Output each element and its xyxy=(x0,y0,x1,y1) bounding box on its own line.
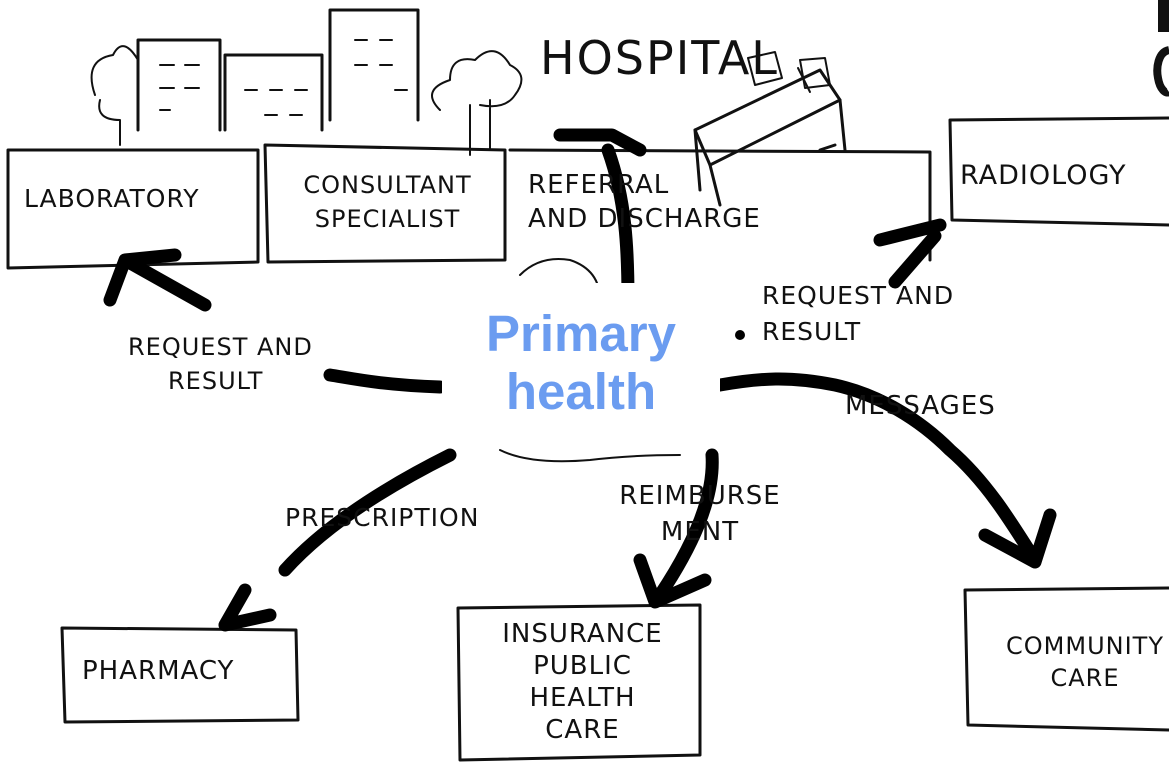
pharmacy-label: PHARMACY xyxy=(82,656,235,686)
radiology-label: RADIOLOGY xyxy=(960,160,1127,191)
reimbursement-line2: MENT xyxy=(660,517,740,547)
hospital-buildings-sketch xyxy=(90,8,523,156)
request-left-line1: REQUEST AND xyxy=(128,333,313,361)
reimbursement-label: REIMBURSE MENT xyxy=(585,478,815,550)
insurance-line1: INSURANCE xyxy=(502,619,663,649)
insurance-box xyxy=(456,603,702,762)
radiology-box xyxy=(948,116,1169,227)
referral-label: REFERRAL AND DISCHARGE xyxy=(528,168,761,236)
request-right-label: REQUEST AND RESULT xyxy=(762,278,954,350)
community-line1: COMMUNITY xyxy=(1006,632,1164,660)
consultant-label: CONSULTANT SPECIALIST xyxy=(275,168,500,236)
referral-line1: REFERRAL xyxy=(528,170,670,200)
reimbursement-line1: REIMBURSE xyxy=(619,481,781,511)
consultant-line2: SPECIALIST xyxy=(314,205,461,233)
consultant-box xyxy=(263,143,507,264)
hospital-bed-sketch xyxy=(693,51,847,207)
prescription-label: PRESCRIPTION xyxy=(285,503,480,532)
community-box xyxy=(963,586,1169,732)
request-left-label: REQUEST AND RESULT xyxy=(128,330,313,398)
primary-health-line1: Primary xyxy=(486,305,676,362)
flow-dot xyxy=(735,330,745,340)
consultant-line1: CONSULTANT xyxy=(303,171,472,199)
hospital-label: HOSPITAL xyxy=(540,31,779,85)
request-right-line2: RESULT xyxy=(762,317,862,346)
primary-health-line2: health xyxy=(505,363,657,420)
laboratory-label: LABORATORY xyxy=(24,184,200,213)
insurance-line4: CARE xyxy=(545,715,620,745)
messages-label: MESSAGES xyxy=(845,391,996,421)
insurance-line2: PUBLIC xyxy=(533,651,632,681)
community-label: COMMUNITY CARE xyxy=(975,630,1169,694)
community-line2: CARE xyxy=(1050,664,1120,692)
cropped-edge-mark xyxy=(1153,0,1169,97)
referral-line2: AND DISCHARGE xyxy=(528,204,761,234)
laboratory-box xyxy=(6,148,260,270)
flow-arrows xyxy=(103,128,1057,632)
primary-health-label: Primary health xyxy=(442,283,720,443)
request-left-line2: RESULT xyxy=(168,367,264,395)
pharmacy-box xyxy=(60,626,300,724)
insurance-label: INSURANCE PUBLIC HEALTH CARE xyxy=(470,618,695,746)
insurance-line3: HEALTH xyxy=(529,683,636,713)
request-right-line1: REQUEST AND xyxy=(762,281,955,310)
